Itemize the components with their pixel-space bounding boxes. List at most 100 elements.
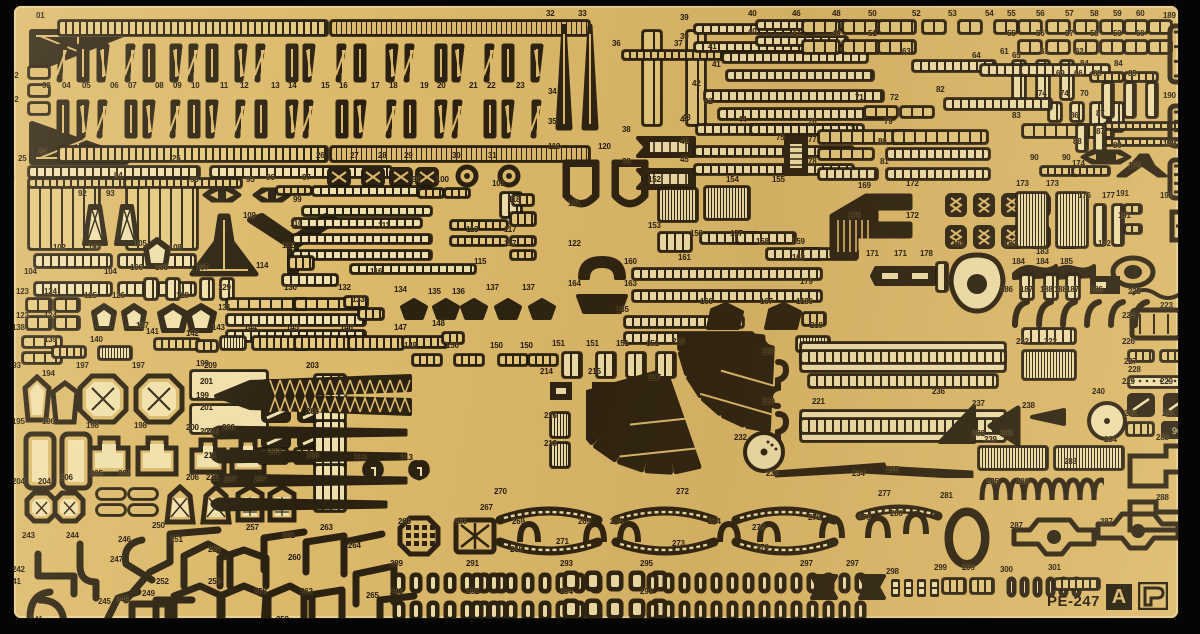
bulkhead-part	[134, 434, 180, 478]
etched-part	[1054, 446, 1124, 470]
part-number-label: 268	[510, 545, 523, 554]
part-number-label: 285	[986, 477, 999, 486]
part-number-label: 106	[130, 263, 143, 272]
linkage-part	[766, 358, 790, 410]
etched-part	[28, 84, 50, 97]
part-number-label: 212	[206, 473, 219, 482]
etched-part	[1094, 124, 1106, 152]
etched-part	[312, 186, 432, 196]
part-number-label: 16	[339, 81, 348, 90]
part-number-label: 201	[200, 427, 213, 436]
part-number-label: 163	[624, 279, 637, 288]
part-number-label: 180	[800, 297, 813, 306]
bracket-plate-part	[1126, 496, 1178, 536]
bent-wire-part	[148, 588, 202, 618]
part-number-label: 151	[552, 339, 565, 348]
part-number-label: 255	[208, 577, 221, 586]
part-number-label: 84	[1080, 59, 1089, 68]
part-number-label: 04	[62, 81, 71, 90]
part-number-label: 276	[756, 543, 769, 552]
part-number-label: 207	[254, 475, 267, 484]
etched-part	[1066, 274, 1080, 300]
part-number-label: 59	[1113, 9, 1122, 18]
part-number-label: 239	[984, 435, 997, 444]
part-number-label: 33	[578, 9, 587, 18]
part-number-label: 114	[256, 261, 269, 270]
part-number-label: 204	[14, 477, 25, 486]
part-number-label: 187	[1066, 285, 1079, 294]
round-platform-part	[946, 252, 1008, 314]
part-number-label: 152	[648, 175, 661, 184]
part-number-label: 64	[972, 51, 981, 60]
part-number-label: 267	[480, 503, 493, 512]
part-number-label: 252	[156, 577, 169, 586]
etched-part	[330, 20, 590, 36]
etched-part	[154, 338, 200, 350]
part-number-label: 30	[452, 151, 461, 160]
angle-bracket-part	[167, 98, 186, 140]
svg-text:96: 96	[1172, 426, 1178, 436]
capsule-part	[1006, 576, 1017, 598]
part-number-label: 281	[940, 491, 953, 500]
capsule-part	[521, 572, 535, 594]
part-number-label: 131	[218, 303, 231, 312]
clip-part	[944, 224, 968, 250]
part-number-label: 60	[1136, 29, 1145, 38]
etched-part	[1040, 166, 1078, 176]
part-number-label: 205	[90, 469, 103, 478]
sloped-deck-part	[1048, 260, 1098, 280]
quad-block-part	[888, 576, 940, 600]
part-number-label: 192	[1160, 191, 1173, 200]
x-brace-part	[414, 166, 440, 188]
part-number-label: 29	[404, 151, 413, 160]
angle-bracket-part	[54, 98, 73, 140]
bracket-plate-part	[1126, 442, 1178, 492]
etched-part	[1056, 192, 1088, 248]
part-number-label: 167	[760, 297, 773, 306]
capsule-part	[774, 600, 787, 618]
etched-part	[1104, 122, 1178, 130]
capsule-part	[584, 598, 602, 618]
part-number-label: 233	[766, 469, 779, 478]
etched-part	[126, 184, 198, 250]
fret-identification-block: PE-247 A	[1047, 581, 1169, 611]
part-number-label: 58	[1090, 9, 1099, 18]
platform-part	[184, 302, 218, 334]
cowl-part	[702, 300, 748, 334]
part-number-label: 117	[504, 225, 517, 234]
part-number-label: 279	[858, 513, 871, 522]
hoop-part	[860, 512, 896, 542]
part-number-label: 206	[186, 473, 199, 482]
capsule-part	[409, 600, 423, 618]
etched-part	[1074, 20, 1098, 34]
part-number-label: 186	[1090, 285, 1103, 294]
part-number-label: 122	[568, 239, 581, 248]
hoop-part	[814, 512, 850, 542]
part-number-label: 159	[792, 237, 805, 246]
crest-part	[1008, 514, 1100, 560]
funnel-cap-part	[112, 202, 142, 250]
etched-part	[510, 236, 536, 246]
part-number-label: 38	[622, 157, 631, 166]
angle-bracket-part	[94, 98, 113, 140]
etched-part	[658, 188, 698, 222]
part-number-label: 174	[1072, 159, 1085, 168]
part-number-label: 172	[906, 179, 919, 188]
etched-part	[802, 40, 840, 54]
capsule-part	[584, 570, 602, 592]
angle-bracket-part	[167, 42, 186, 84]
etched-part	[1126, 422, 1154, 436]
part-number-label: 74	[1038, 89, 1047, 98]
part-number-label: 166	[700, 297, 713, 306]
etched-part	[1104, 138, 1178, 146]
part-number-label: 124	[44, 311, 57, 320]
etched-part	[528, 354, 558, 366]
spike-part	[554, 23, 574, 134]
etched-part	[1046, 20, 1070, 34]
part-number-label: 55	[1007, 9, 1016, 18]
part-number-label: 263	[320, 523, 333, 532]
etched-part	[226, 298, 308, 310]
etched-part	[622, 50, 740, 60]
part-number-label: 63	[902, 47, 911, 56]
part-number-label: 195	[14, 417, 25, 426]
